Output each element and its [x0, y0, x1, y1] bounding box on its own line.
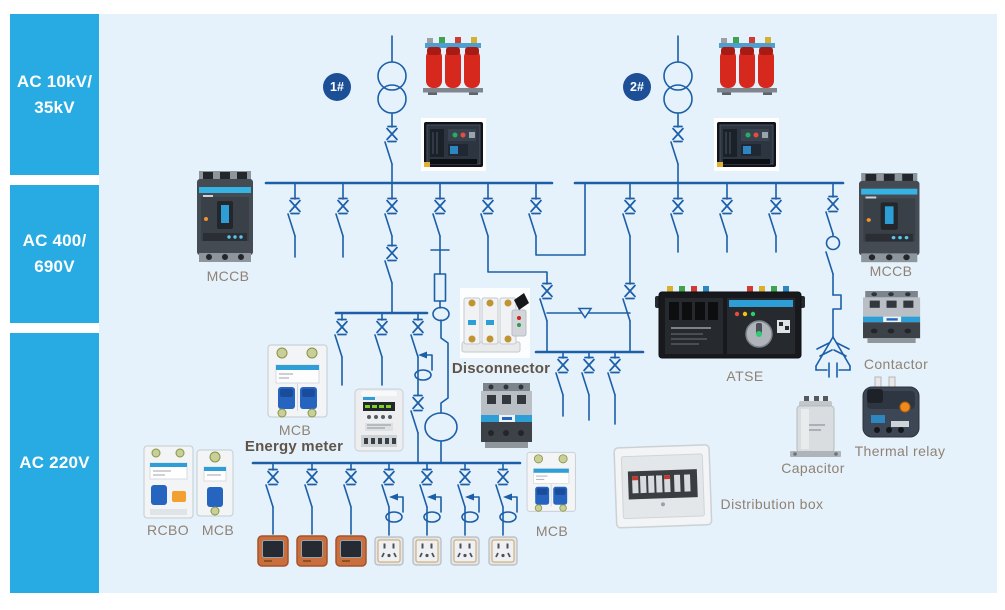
capacitor-photo — [789, 395, 842, 458]
contactor-right-photo — [863, 291, 921, 343]
transformer-2-photo — [717, 37, 777, 95]
bottom-busbar — [251, 461, 522, 536]
wall-switch-photo — [257, 535, 289, 567]
feeder-branch — [287, 182, 349, 258]
label-mccb-right: MCCB — [869, 263, 913, 279]
sub-busbar — [334, 311, 433, 464]
wall-switch-photo — [296, 535, 328, 567]
label-mcb-bottom-left: MCB — [201, 522, 235, 538]
voltage-box-line: 35kV — [34, 97, 75, 117]
socket-photo — [374, 536, 404, 566]
atse-transfer-symbol — [534, 307, 645, 425]
voltage-box-10kv-35kv: AC 10kV/ 35kV — [10, 14, 99, 175]
capacitor-branch — [815, 182, 851, 378]
transformer-2-badge: 2# — [623, 73, 651, 101]
distribution-box-photo — [613, 443, 713, 529]
socket-photo — [450, 536, 480, 566]
mcb-bottom-right-photo — [526, 451, 576, 512]
transformer-1-badge: 1# — [323, 73, 351, 101]
voltage-box-line: AC 220V — [19, 453, 90, 472]
feeder-branch — [670, 182, 782, 253]
atse-input-right — [622, 182, 636, 353]
label-rcbo: RCBO — [146, 522, 190, 538]
label-contactor: Contactor — [863, 356, 929, 372]
mccb-right-photo — [859, 173, 920, 263]
voltage-box-220v: AC 220V — [10, 333, 99, 593]
label-disconnector: Disconnector — [451, 360, 551, 377]
voltage-box-line: AC 400/ — [22, 231, 87, 250]
label-capacitor: Capacitor — [781, 460, 845, 476]
label-distribution-box: Distribution box — [720, 496, 824, 512]
incomer-1-circuit — [377, 35, 407, 184]
energy-meter-photo — [354, 388, 404, 452]
label-atse: ATSE — [726, 368, 764, 384]
rcbo-photo — [143, 445, 194, 519]
metering-branch — [424, 182, 458, 464]
label-thermal-relay: Thermal relay — [854, 443, 946, 459]
contactor-mid-photo — [481, 383, 532, 448]
mccb-left-photo — [197, 171, 253, 262]
acb-2-photo — [713, 117, 780, 172]
disconnector-photo — [459, 287, 531, 359]
atse-photo — [654, 285, 806, 359]
transformer-1-photo — [423, 37, 483, 95]
bus-coupler — [528, 182, 586, 256]
label-mcb-bottom-right: MCB — [535, 523, 569, 539]
socket-photo — [488, 536, 518, 566]
subfeed-branch — [384, 182, 398, 314]
mcb-1p-photo — [196, 449, 234, 517]
mcb-top-photo — [267, 344, 328, 418]
wall-switch-photo — [335, 535, 367, 567]
voltage-box-line: 690V — [34, 257, 75, 276]
atse-input-left — [480, 182, 553, 353]
label-energy-meter: Energy meter — [244, 438, 344, 455]
acb-1-photo — [420, 117, 487, 172]
socket-photo — [412, 536, 442, 566]
label-mccb-left: MCCB — [206, 268, 250, 284]
label-mcb-top: MCB — [278, 422, 312, 438]
voltage-box-line: AC 10kV/ — [16, 71, 93, 91]
incomer-2-circuit — [663, 35, 693, 184]
voltage-box-400-690v: AC 400/ 690V — [10, 185, 99, 323]
thermal-relay-photo — [862, 376, 920, 438]
